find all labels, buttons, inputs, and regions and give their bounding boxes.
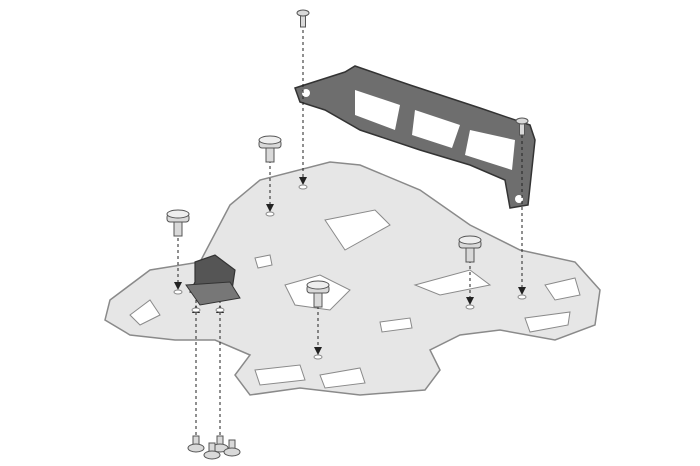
bolt	[203, 442, 221, 460]
lock-mount	[185, 254, 241, 306]
hardware	[166, 9, 529, 460]
mount-hole	[191, 307, 201, 313]
arrow-icon	[266, 204, 274, 212]
bolt	[187, 435, 205, 453]
mount-hole	[173, 289, 183, 295]
mount-hole	[215, 307, 225, 313]
bolt	[296, 9, 310, 28]
arrow-icon	[518, 287, 526, 295]
arrow-icon	[174, 282, 182, 290]
arrow-icon	[314, 347, 322, 355]
mount-hole	[313, 354, 323, 360]
spacer	[258, 135, 282, 163]
reinforcement-bracket	[294, 65, 536, 209]
arrow-icon	[299, 177, 307, 185]
spacer	[306, 280, 330, 308]
mount-hole	[298, 184, 308, 190]
guide-lines	[173, 30, 527, 440]
mount-hole	[517, 294, 527, 300]
spacer	[458, 235, 482, 263]
arrow-icon	[466, 297, 474, 305]
bolt	[515, 117, 529, 136]
spacer	[166, 209, 190, 237]
mount-hole	[465, 304, 475, 310]
bolt	[223, 439, 241, 457]
mount-hole	[265, 211, 275, 217]
